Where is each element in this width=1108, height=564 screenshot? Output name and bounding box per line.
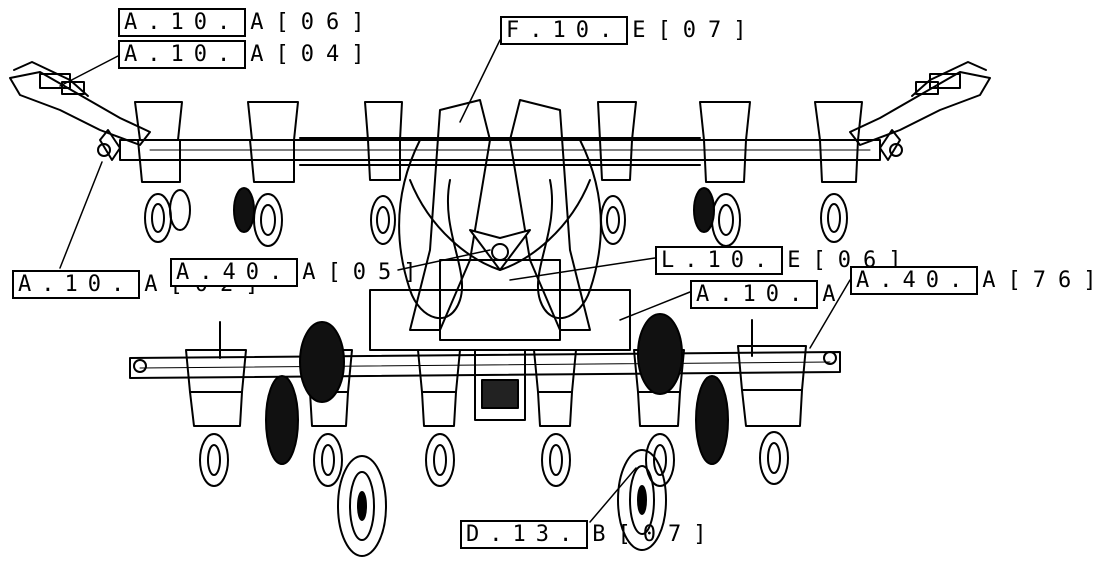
- callout-code: A.40.: [170, 258, 299, 287]
- callout-suffix: B[07]: [592, 522, 719, 547]
- left-wing-marker: [9, 61, 151, 161]
- callout-code: A.10.: [12, 270, 141, 299]
- callout-a10a: A.10.A: [690, 280, 847, 309]
- planter-drawing: [9, 39, 991, 557]
- callout-a10a06: A.10.A[06]: [118, 8, 376, 37]
- callout-suffix: A[04]: [250, 42, 377, 67]
- callout-a40a05: A.40.A[05]: [170, 258, 428, 287]
- gauge-wheels: [299, 313, 683, 557]
- leader-lines: [59, 39, 851, 523]
- callout-code: F.10.: [500, 16, 629, 45]
- callout-suffix: A[06]: [250, 10, 377, 35]
- callout-suffix: A[05]: [302, 260, 429, 285]
- callout-suffix: A[76]: [982, 268, 1108, 293]
- front-row-units: [185, 345, 807, 487]
- callout-l10e06: L.10.E[06]: [655, 246, 913, 275]
- callout-code: A.40.: [850, 266, 979, 295]
- callout-a40a76: A.40.A[76]: [850, 266, 1108, 295]
- rear-toolbar: [119, 137, 881, 166]
- right-wing-marker: [849, 61, 991, 161]
- callout-f10e07: F.10.E[07]: [500, 16, 758, 45]
- front-toolbar: [129, 319, 841, 379]
- callout-suffix: A: [822, 282, 848, 307]
- callout-d13b07: D.13.B[07]: [460, 520, 718, 549]
- callout-code: A.10.: [690, 280, 819, 309]
- callout-code: L.10.: [655, 246, 784, 275]
- planter-diagram: A.10.A[06] A.10.A[04] F.10.E[07] A.10.A[…: [9, 8, 1097, 557]
- callout-code: A.10.: [118, 8, 247, 37]
- rear-row-units: [134, 101, 863, 247]
- callout-a10a04: A.10.A[04]: [118, 40, 376, 69]
- callout-code: A.10.: [118, 40, 247, 69]
- center-lift-frame: [369, 99, 631, 421]
- callout-code: D.13.: [460, 520, 589, 549]
- callout-suffix: E[07]: [632, 18, 759, 43]
